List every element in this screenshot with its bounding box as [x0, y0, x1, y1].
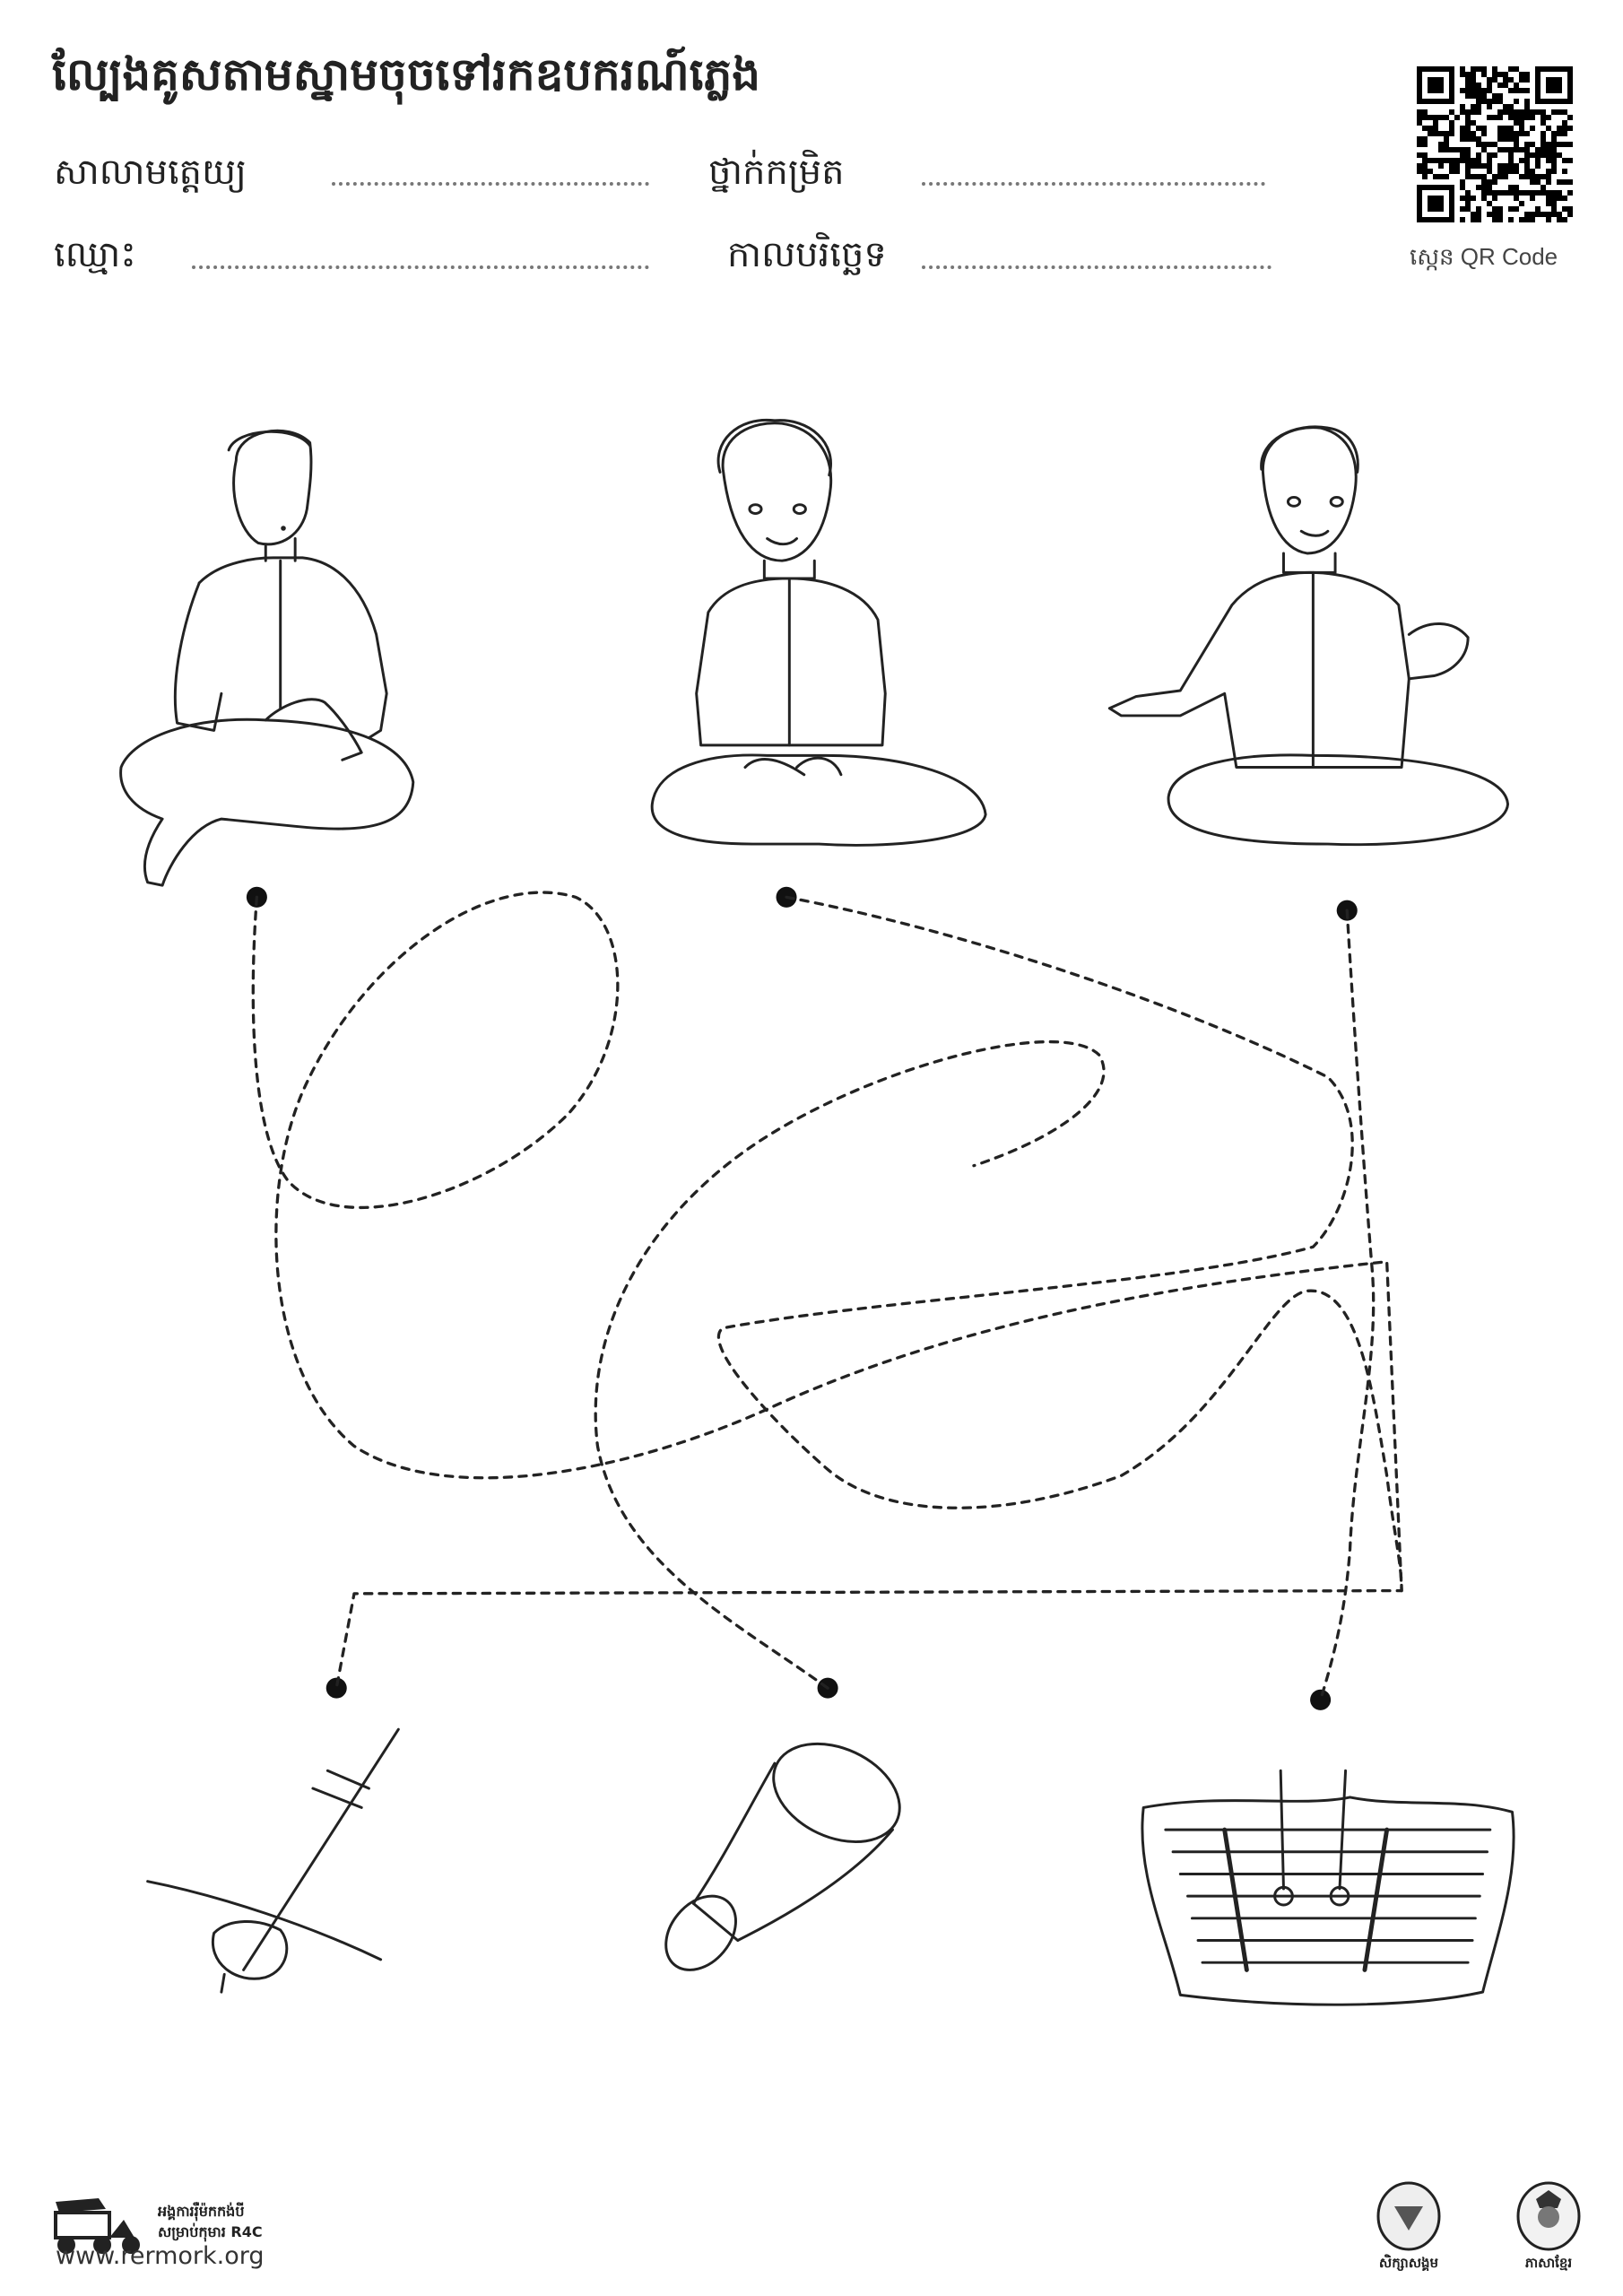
name-input-line[interactable]: [192, 265, 649, 269]
worksheet-title: ល្បែងគូសតាមស្នាមចុចទៅរកឧបករណ៍ភ្លេង: [52, 48, 761, 100]
social-studies-label: សិក្សាសង្គម: [1378, 2255, 1439, 2271]
khmer-language-badge-icon: [1516, 2181, 1581, 2251]
grade-label: ថ្នាក់កម្រិត: [708, 152, 845, 193]
end-dot-fiddle[interactable]: [325, 1677, 347, 1699]
musician-3-illustration: [1107, 425, 1510, 847]
qr-caption: ស្កេន QR Code: [1410, 243, 1558, 270]
org-name-line2: សម្រាប់កុមារ R4C: [158, 2223, 263, 2240]
qr-code[interactable]: [1417, 66, 1573, 222]
khim-zither-illustration: [1141, 1769, 1515, 2006]
grade-input-line[interactable]: [922, 182, 1265, 186]
trace-path-1[interactable]: [251, 891, 1403, 1690]
end-dot-zither[interactable]: [1310, 1689, 1332, 1710]
org-name-line1: អង្គការរ៉ឺម៉កកង់បី: [158, 2203, 245, 2220]
trace-path-4[interactable]: [594, 1039, 1106, 1690]
trace-path-2[interactable]: [716, 895, 1403, 1593]
social-studies-badge-icon: [1376, 2181, 1441, 2251]
musician-1-illustration: [119, 429, 415, 887]
khmer-language-label: ភាសាខ្មែរ: [1524, 2255, 1573, 2271]
date-input-line[interactable]: [922, 265, 1271, 269]
date-label: កាលបរិច្ឆេទ: [727, 234, 887, 275]
name-label: ឈ្មោះ: [54, 234, 136, 275]
rermork-tuktuk-logo: [54, 2198, 140, 2254]
musician-2-illustration: [650, 418, 987, 847]
trace-path-3[interactable]: [1318, 909, 1376, 1701]
school-input-line[interactable]: [332, 182, 649, 186]
website-link[interactable]: www.rermork.org: [56, 2242, 265, 2270]
skor-drum-illustration: [664, 1742, 901, 1971]
school-label: សាលាមត្តេយ្យ: [54, 152, 247, 193]
tro-fiddle-illustration: [146, 1727, 400, 1994]
